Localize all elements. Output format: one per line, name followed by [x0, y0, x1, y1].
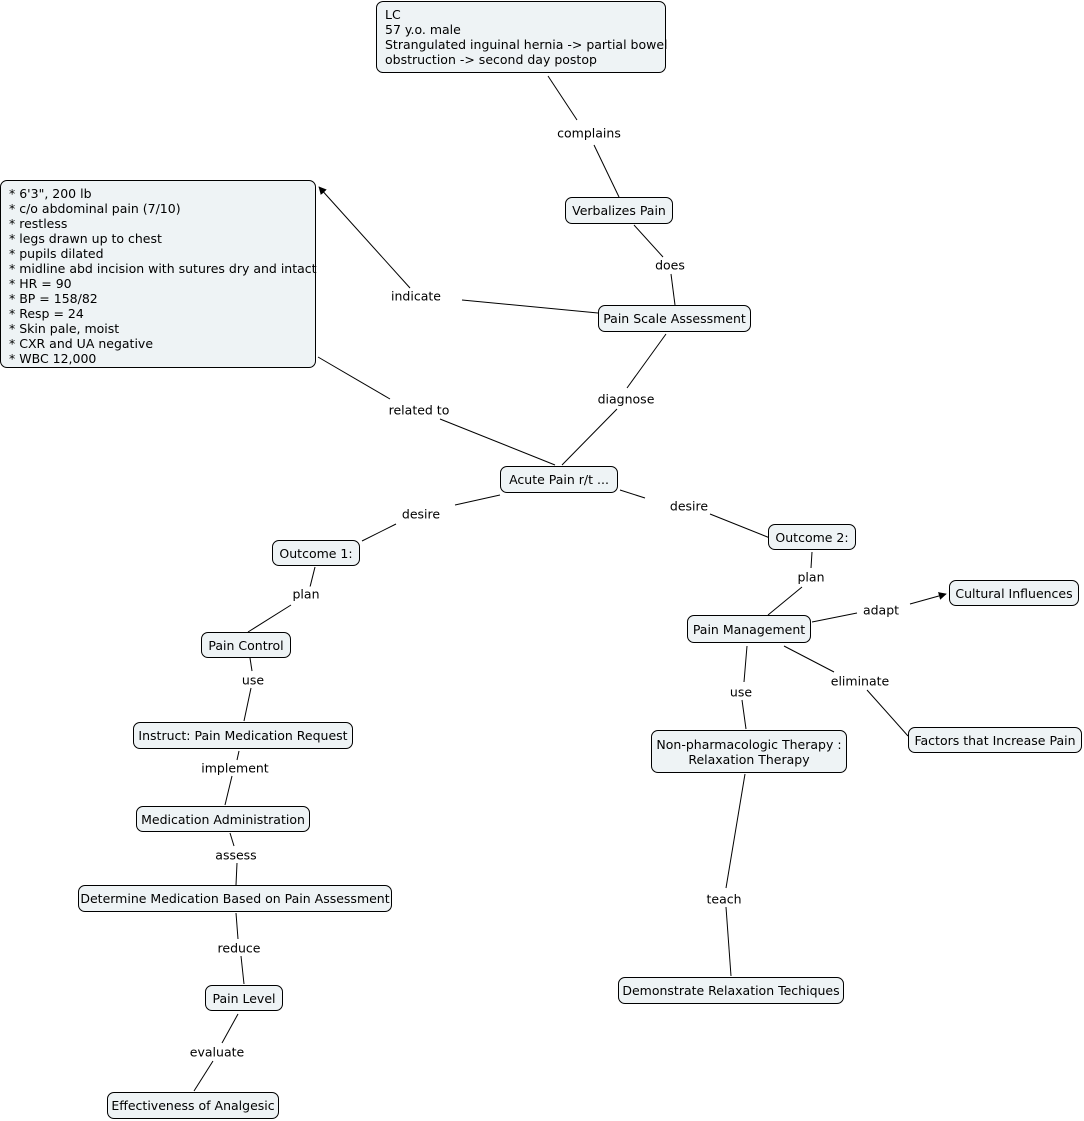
- line-adapt-cultural: [909, 592, 947, 605]
- line-painmgmt-eliminate: [783, 645, 835, 673]
- line-acutepain-desire1: [454, 494, 501, 506]
- line-instruct-implement: [236, 750, 240, 761]
- link-eliminate: eliminate: [828, 673, 892, 689]
- verbalizes-pain-node[interactable]: Verbalizes Pain: [565, 197, 673, 224]
- line-diagnose-acutepain: [561, 408, 618, 466]
- line-outcome2-plan2: [810, 551, 813, 569]
- line-verbalizes-does: [633, 224, 664, 258]
- link-teach: teach: [704, 891, 744, 907]
- pain-control-node[interactable]: Pain Control: [201, 632, 291, 658]
- pain-management-node[interactable]: Pain Management: [687, 615, 811, 643]
- line-painscale-indicate: [461, 299, 599, 314]
- link-related-to: related to: [386, 402, 452, 418]
- link-reduce: reduce: [215, 940, 263, 956]
- outcome-1-node[interactable]: Outcome 1:: [272, 540, 360, 566]
- pain-scale-assessment-node[interactable]: Pain Scale Assessment: [598, 305, 751, 332]
- factors-increase-pain-node[interactable]: Factors that Increase Pain: [908, 727, 1082, 753]
- medication-administration-node[interactable]: Medication Administration: [136, 806, 310, 832]
- line-use2-nonpharm: [741, 699, 747, 730]
- line-painmgmt-adapt: [811, 612, 858, 623]
- line-indicate-assessment: [318, 186, 411, 289]
- line-nonpharm-teach: [725, 773, 746, 889]
- line-painscale-diagnose: [626, 333, 667, 389]
- line-painlevel-evaluate: [221, 1013, 239, 1044]
- outcome-2-node[interactable]: Outcome 2:: [768, 524, 856, 550]
- acute-pain-node[interactable]: Acute Pain r/t ...: [500, 466, 618, 493]
- link-diagnose: diagnose: [595, 391, 657, 407]
- line-teach-demonstrate: [725, 906, 732, 977]
- non-pharmacologic-therapy-node[interactable]: Non-pharmacologic Therapy : Relaxation T…: [651, 730, 847, 773]
- line-painmgmt-use2: [743, 645, 748, 683]
- line-relatedto-acutepain: [439, 418, 556, 466]
- line-paincontrol-use1: [249, 657, 253, 672]
- effectiveness-analgesic-node[interactable]: Effectiveness of Analgesic: [107, 1092, 279, 1119]
- link-desire-2: desire: [667, 498, 711, 514]
- link-use-2: use: [727, 684, 755, 700]
- line-evaluate-effectiveness: [193, 1060, 214, 1092]
- line-desire1-outcome1: [361, 523, 397, 542]
- link-plan-2: plan: [795, 569, 827, 585]
- patient-info-node[interactable]: LC 57 y.o. male Strangulated inguinal he…: [376, 1, 668, 73]
- link-evaluate: evaluate: [187, 1044, 247, 1060]
- link-indicate: indicate: [389, 288, 443, 304]
- link-does: does: [653, 257, 687, 273]
- line-outcome1-plan1: [309, 566, 316, 588]
- link-complains: complains: [555, 125, 623, 141]
- line-implement-medadmin: [224, 775, 233, 806]
- line-assess-determine: [235, 862, 238, 886]
- link-plan-1: plan: [290, 586, 322, 602]
- demonstrate-relaxation-node[interactable]: Demonstrate Relaxation Techiques: [618, 977, 844, 1004]
- assessment-findings-node[interactable]: * 6'3", 200 lb * c/o abdominal pain (7/1…: [0, 180, 317, 368]
- line-eliminate-factors: [866, 689, 909, 737]
- line-desire2-outcome2: [709, 513, 771, 539]
- line-use1-instruct: [243, 687, 252, 722]
- link-implement: implement: [199, 760, 271, 776]
- link-assess: assess: [213, 847, 259, 863]
- link-use-1: use: [239, 672, 267, 688]
- line-patient-complains: [547, 75, 578, 121]
- pain-level-node[interactable]: Pain Level: [205, 985, 283, 1011]
- line-assessment-relatedto: [317, 356, 391, 400]
- line-plan1-paincontrol: [247, 604, 292, 633]
- line-reduce-painlevel: [240, 955, 245, 985]
- line-determine-reduce: [235, 912, 239, 940]
- line-medadmin-assess: [229, 832, 235, 847]
- instruct-pain-medication-node[interactable]: Instruct: Pain Medication Request: [133, 722, 353, 749]
- line-acutepain-desire2: [619, 489, 646, 499]
- line-complains-verbalizes: [593, 144, 620, 198]
- line-does-painscale: [670, 273, 676, 306]
- determine-medication-node[interactable]: Determine Medication Based on Pain Asses…: [78, 885, 392, 912]
- cultural-influences-node[interactable]: Cultural Influences: [949, 580, 1079, 606]
- link-adapt: adapt: [860, 602, 902, 618]
- link-desire-1: desire: [399, 506, 443, 522]
- line-plan2-painmgmt: [767, 586, 803, 616]
